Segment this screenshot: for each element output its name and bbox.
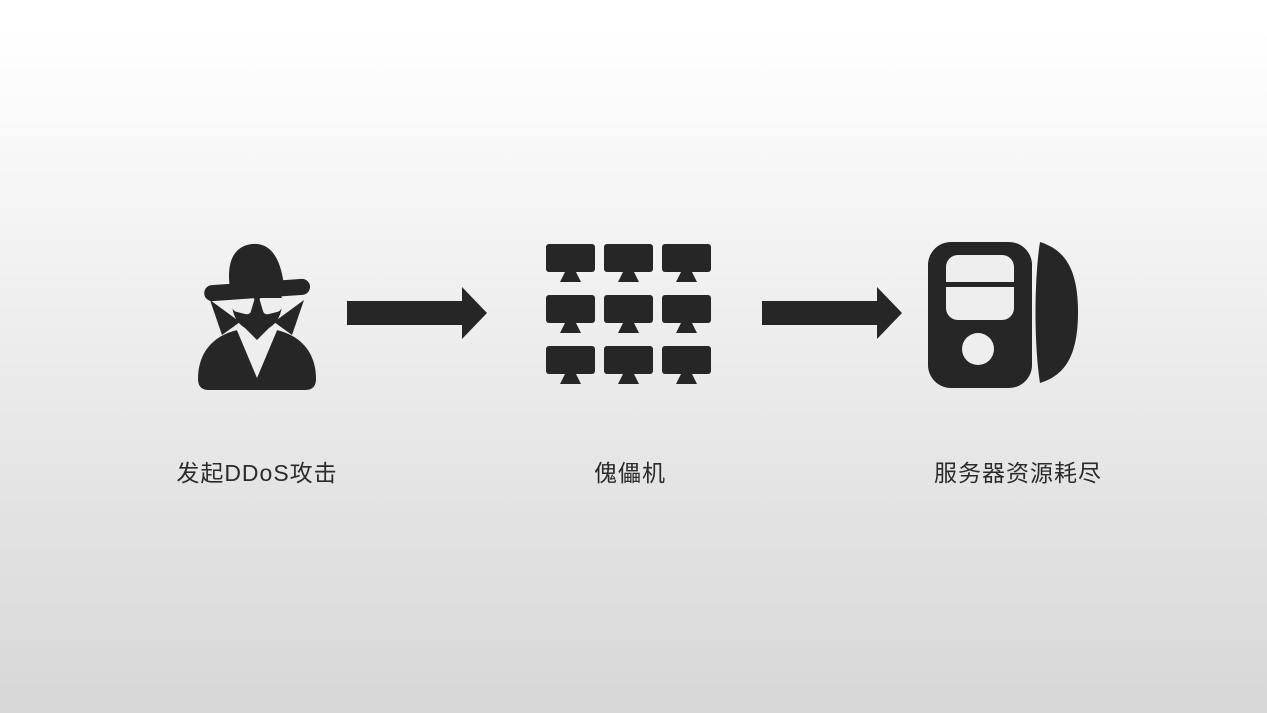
monitor-icon xyxy=(546,244,595,282)
monitor-icon xyxy=(546,346,595,384)
monitor-icon xyxy=(604,346,653,384)
arrow-right-icon xyxy=(762,287,902,339)
monitor-grid-icon xyxy=(546,244,711,384)
arrow-right-icon xyxy=(347,287,487,339)
node-server xyxy=(928,240,1084,393)
monitor-icon xyxy=(662,346,711,384)
monitor-icon xyxy=(662,295,711,333)
attacker-label: 发起DDoS攻击 xyxy=(176,460,338,486)
monitor-icon xyxy=(546,295,595,333)
monitor-icon xyxy=(604,244,653,282)
server-label: 服务器资源耗尽 xyxy=(934,460,1102,486)
monitor-icon xyxy=(604,295,653,333)
zombies-label: 傀儡机 xyxy=(594,460,666,486)
server-icon xyxy=(928,242,1078,388)
node-attacker xyxy=(192,238,322,395)
spy-icon xyxy=(198,243,316,390)
monitor-icon xyxy=(662,244,711,282)
